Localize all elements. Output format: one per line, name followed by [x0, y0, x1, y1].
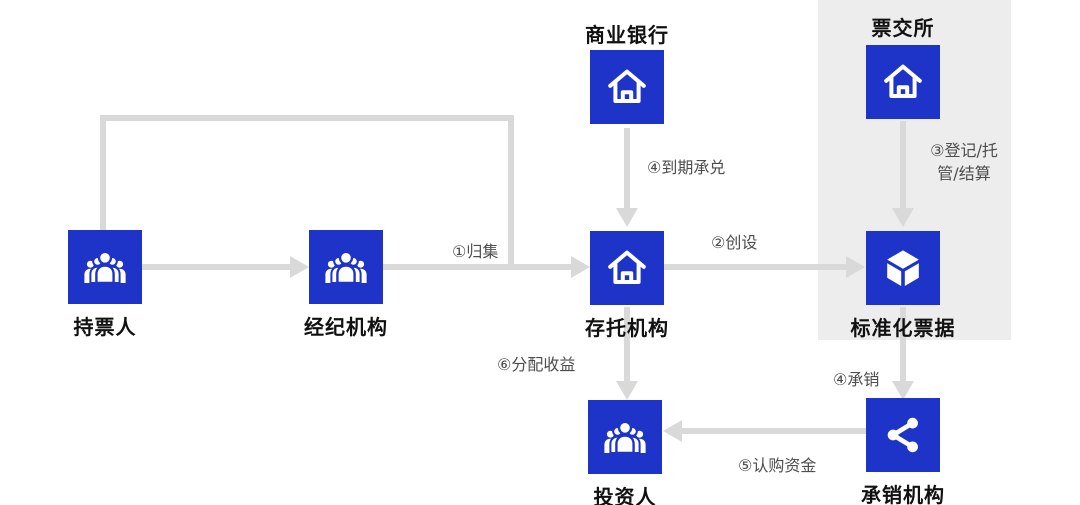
- users-group-icon: [322, 243, 370, 291]
- arrowhead-exchange-bill: [892, 208, 914, 227]
- bank-house-icon: [603, 244, 651, 292]
- node-standardized-bill: [866, 231, 940, 305]
- connector-holder-feedback-vertical-left: [100, 118, 106, 230]
- arrowhead-broker-depository: [571, 256, 590, 278]
- connector-holder-feedback-vertical-right: [508, 115, 514, 270]
- edge-label-register: ③登记/托 管/结算: [916, 139, 1012, 185]
- arrowhead-bill-underwriter: [892, 381, 914, 400]
- connector-holder-feedback-horizontal: [100, 115, 514, 121]
- share-icon: [880, 412, 926, 458]
- arrowhead-depository-bill: [846, 256, 865, 278]
- node-standardized-bill-label: 标准化票据: [850, 316, 956, 340]
- node-holder: [68, 230, 142, 304]
- node-underwriter: [866, 398, 940, 472]
- bank-house-icon: [879, 58, 927, 106]
- edge-label-maturity-acceptance: ④到期承兑: [647, 158, 726, 177]
- arrowhead-depository-investor: [616, 381, 638, 400]
- node-holder-label: 持票人: [73, 315, 137, 339]
- node-broker: [309, 230, 383, 304]
- connector-depository-bill: [664, 264, 846, 270]
- node-depository-label: 存托机构: [585, 316, 669, 340]
- users-group-icon: [81, 243, 129, 291]
- node-commercial-bank: [590, 50, 664, 124]
- connector-exchange-bill: [900, 121, 906, 208]
- edge-label-underwrite: ④承销: [833, 370, 880, 389]
- edge-label-distribute-income: ⑥分配收益: [497, 355, 576, 374]
- connector-bill-underwriter: [900, 307, 906, 381]
- arrowhead-bank-depository: [616, 208, 638, 227]
- connector-broker-depository: [383, 264, 571, 270]
- node-commercial-bank-label: 商业银行: [585, 23, 669, 47]
- connector-depository-investor: [624, 307, 630, 381]
- edge-label-register-line2: 管/结算: [937, 164, 991, 183]
- edge-label-register-line1: ③登记/托: [930, 141, 998, 160]
- connector-underwriter-investor: [682, 428, 866, 434]
- arrowhead-underwriter-investor: [663, 420, 682, 442]
- node-depository: [590, 231, 664, 305]
- connector-bank-depository: [624, 128, 630, 208]
- node-underwriter-label: 承销机构: [861, 483, 945, 505]
- node-bill-exchange: [866, 45, 940, 119]
- node-investor: [588, 400, 662, 474]
- bank-house-icon: [603, 63, 651, 111]
- edge-label-collect: ①归集: [452, 242, 499, 261]
- edge-label-create: ②创设: [711, 233, 758, 252]
- cube-icon: [879, 244, 927, 292]
- connector-holder-broker: [142, 264, 290, 270]
- users-group-icon: [601, 413, 649, 461]
- node-investor-label: 投资人: [593, 485, 657, 505]
- edge-label-subscription-funds: ⑤认购资金: [738, 456, 817, 475]
- node-broker-label: 经纪机构: [304, 315, 388, 339]
- node-bill-exchange-label: 票交所: [871, 16, 935, 40]
- arrowhead-holder-broker: [290, 256, 309, 278]
